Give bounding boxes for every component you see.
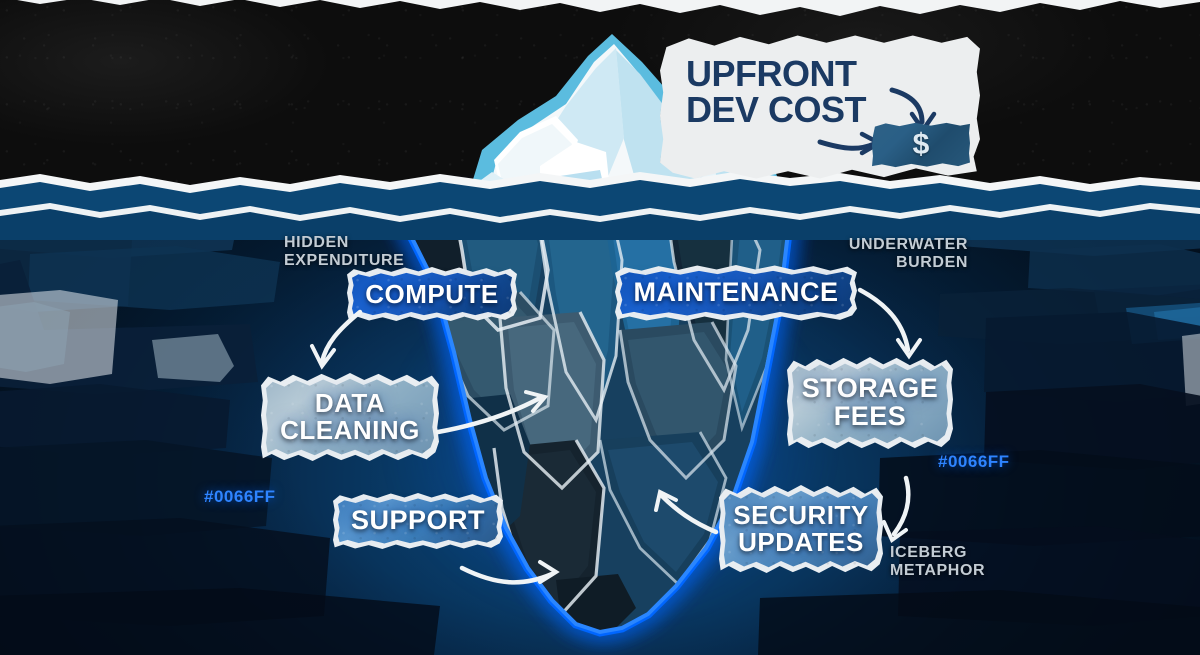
scrap [28, 246, 280, 310]
hex-code-left: #0066FF [204, 487, 276, 506]
upfront-title-line2: DEV COST [686, 88, 867, 130]
arrow-storage-to-metaphor [891, 475, 911, 537]
annotation-line2: METAPHOR [890, 561, 986, 579]
arrowhead [538, 560, 560, 584]
annotation-line2: BURDEN [895, 253, 968, 271]
scrap [0, 384, 230, 456]
dollar-bill-icon: $ [872, 122, 970, 168]
curved-arrow-right-icon [817, 139, 877, 151]
annotation-line1: ICEBERG [890, 544, 968, 561]
hex-code-right: #0066FF [938, 452, 1010, 471]
arrow-data-cleaning-to-berg [435, 395, 543, 435]
scrap [984, 384, 1200, 470]
arrow-support-to-berg [459, 565, 555, 585]
scrap [152, 334, 234, 382]
scrap [0, 302, 70, 372]
arrow-security-to-berg [659, 493, 719, 535]
dollar-sign: $ [912, 128, 930, 161]
scrap [984, 312, 1200, 402]
upfront-title-line1: UPFRONT [686, 53, 857, 94]
scrap [878, 450, 1200, 546]
arrow-compute-to-data-cleaning [319, 309, 363, 365]
scrap [1028, 244, 1200, 296]
annotation-iceberg-metaphor: ICEBERG METAPHOR [890, 544, 1040, 580]
curved-arrow-down-icon [889, 87, 925, 125]
arrowhead [896, 338, 922, 360]
scrap [0, 440, 272, 536]
background-paper-scraps [0, 200, 1200, 655]
upfront-dev-cost-title: UPFRONT DEV COST [686, 56, 886, 127]
scrap [1182, 333, 1200, 406]
